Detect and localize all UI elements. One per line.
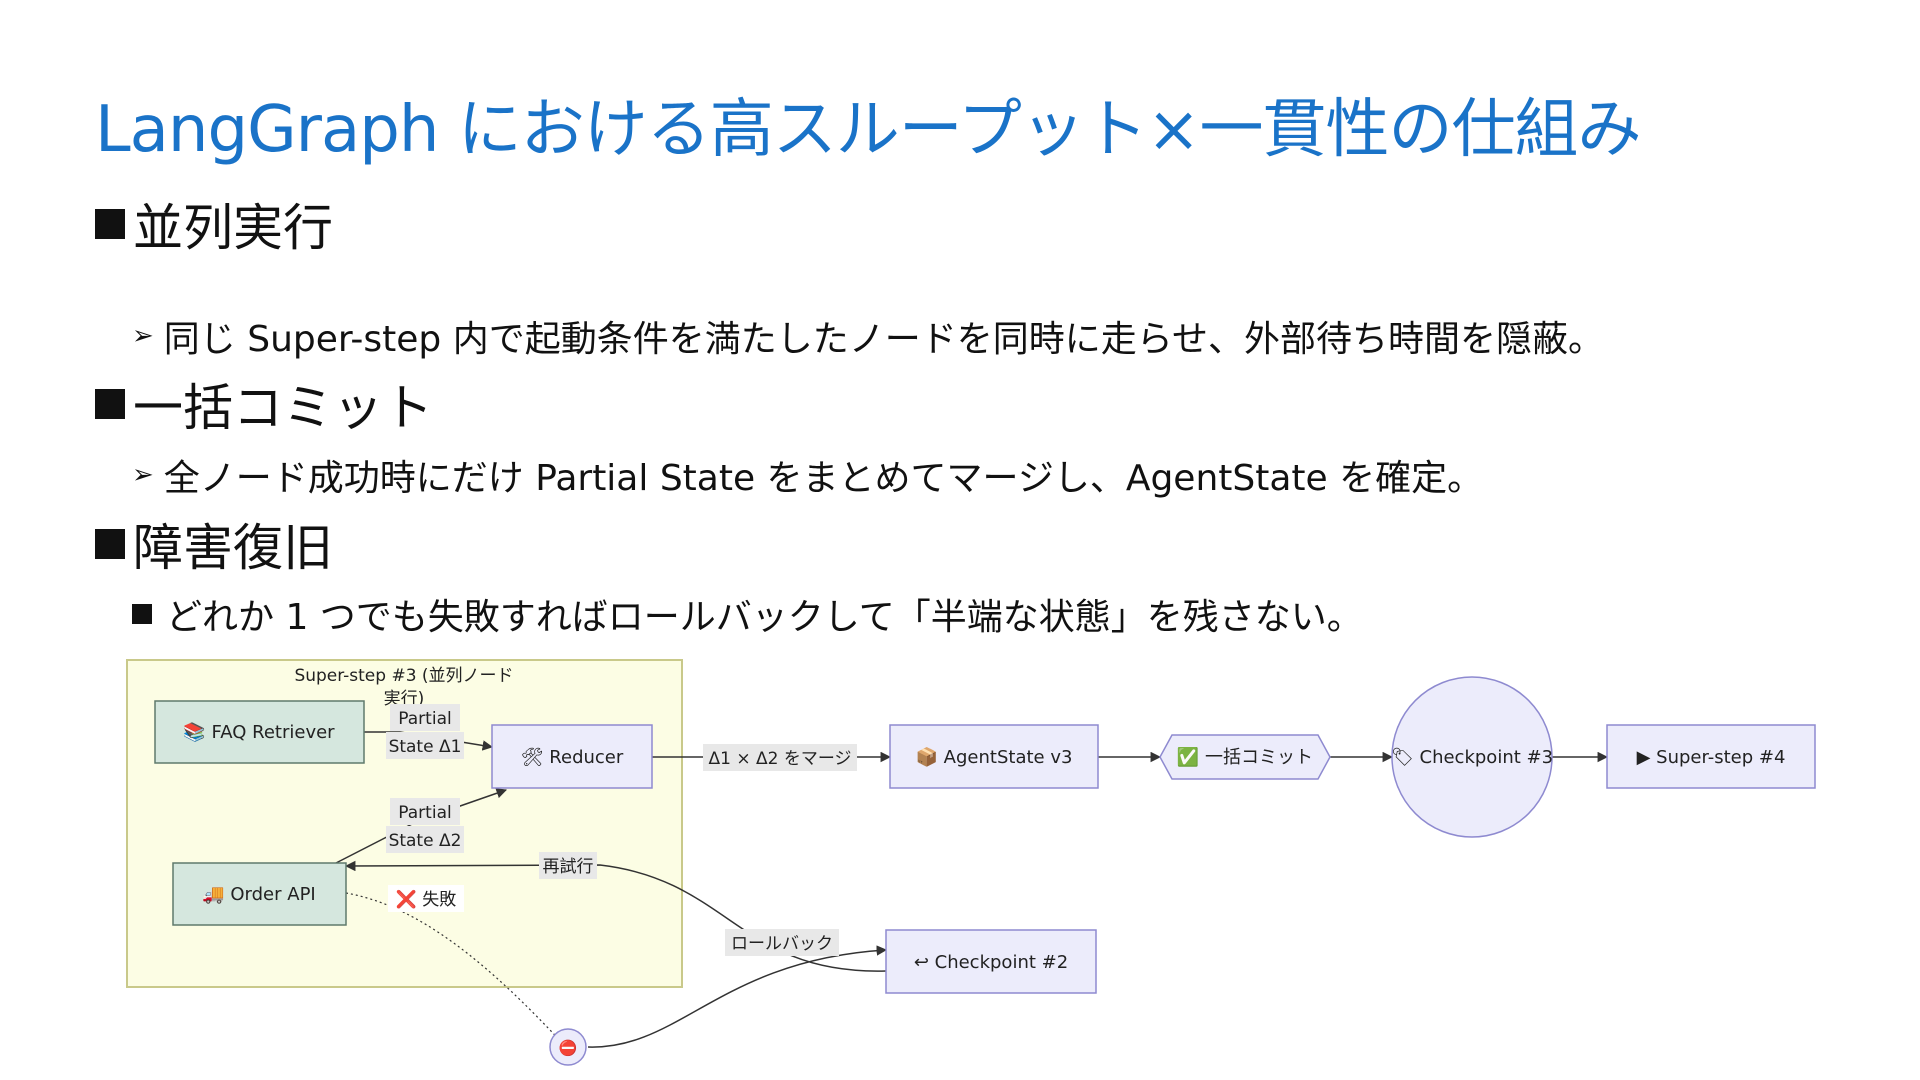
edge-checkpoint2-retry-to-order xyxy=(344,860,887,972)
section-heading-text: 並列実行 xyxy=(133,199,333,257)
bullet-commit: ➢ 全ノード成功時にだけ Partial State をまとめてマージし、Age… xyxy=(132,449,1483,501)
node-checkpoint2 xyxy=(885,929,1097,994)
square-bullet-icon xyxy=(95,209,125,239)
edge-label-bg xyxy=(539,852,597,879)
node-reducer-label: 🛠 Reducer xyxy=(521,747,624,768)
node-order-api xyxy=(172,862,347,926)
bullet-recovery: どれか 1 つでも失敗すればロールバックして「半端な状態」を残さない。 xyxy=(132,588,1363,640)
node-superstep4 xyxy=(1606,724,1816,789)
node-order-api-label: 🚚 Order API xyxy=(202,884,315,905)
edge-label-merge: Δ1 × Δ2 をマージ xyxy=(708,749,851,769)
slide-title: LangGraph における高スループット×一貫性の仕組み xyxy=(95,93,1642,167)
edge-label-bg xyxy=(390,704,460,731)
edge-label-rollback: ロールバック xyxy=(731,934,833,954)
section-heading-commit: 一括コミット xyxy=(95,368,433,440)
edge-label-bg xyxy=(386,732,464,759)
edge-label-partial2-line1: Partial xyxy=(398,803,451,823)
arrow-bullet-icon: ➢ xyxy=(132,460,154,490)
edge-label-bg xyxy=(390,798,460,825)
edge-label-bg xyxy=(388,885,464,912)
bullet-parallel: ➢ 同じ Super-step 内で起動条件を満たしたノードを同時に走らせ、外部… xyxy=(132,310,1604,362)
node-bulk-commit xyxy=(1159,734,1331,780)
edge-label-bg xyxy=(725,929,839,956)
edge-label-fail: ❌ 失敗 xyxy=(396,889,457,910)
section-heading-text: 一括コミット xyxy=(133,379,433,437)
section-heading-text: 障害復旧 xyxy=(133,519,333,577)
bullet-text: 同じ Super-step 内で起動条件を満たしたノードを同時に走らせ、外部待ち… xyxy=(163,319,1604,360)
node-checkpoint3 xyxy=(1391,676,1553,838)
bullet-text: 全ノード成功時にだけ Partial State をまとめてマージし、Agent… xyxy=(163,458,1484,499)
section-heading-recovery: 障害復旧 xyxy=(95,508,333,580)
edge-label-partial2-line2: State Δ2 xyxy=(389,831,462,851)
node-checkpoint2-label: ↩ Checkpoint #2 xyxy=(914,952,1068,973)
node-agentstate xyxy=(889,724,1099,789)
edge-label-partial1-line1: Partial xyxy=(398,709,451,729)
edge-label-partial1-line2: State Δ1 xyxy=(389,737,462,757)
edge-label-bg xyxy=(386,826,464,853)
edge-label-bg xyxy=(703,744,857,771)
section-heading-parallel: 並列実行 xyxy=(95,188,333,260)
node-agentstate-label: 📦 AgentState v3 xyxy=(916,746,1073,768)
langgraph-flow-diagram: Super-step #3 (並列ノード 実行) 📚 FAQ Retriever… xyxy=(126,659,1816,1066)
node-faq-retriever-label: 📚 FAQ Retriever xyxy=(183,722,335,743)
square-bullet-icon xyxy=(95,529,125,559)
edge-order-to-fail xyxy=(345,892,567,1048)
square-bullet-icon xyxy=(95,389,125,419)
node-faq-retriever xyxy=(154,700,365,764)
bullet-text: どれか 1 つでも失敗すればロールバックして「半端な状態」を残さない。 xyxy=(166,597,1363,638)
node-superstep4-label: ▶ Super-step #4 xyxy=(1637,747,1786,768)
node-bulk-commit-label: ✅ 一括コミット xyxy=(1177,746,1313,768)
arrow-bullet-icon: ➢ xyxy=(132,321,154,351)
edge-fail-to-checkpoint2 xyxy=(587,945,888,1048)
node-fail-stop xyxy=(549,1028,587,1066)
stop-icon: ⛔ xyxy=(559,1039,578,1057)
node-reducer xyxy=(491,724,653,789)
edge-label-retry: 再試行 xyxy=(543,857,594,877)
node-checkpoint3-label: 🏷 Checkpoint #3 xyxy=(1391,747,1553,768)
group-label: Super-step #3 (並列ノード xyxy=(294,666,513,686)
square-bullet-icon xyxy=(132,604,152,624)
